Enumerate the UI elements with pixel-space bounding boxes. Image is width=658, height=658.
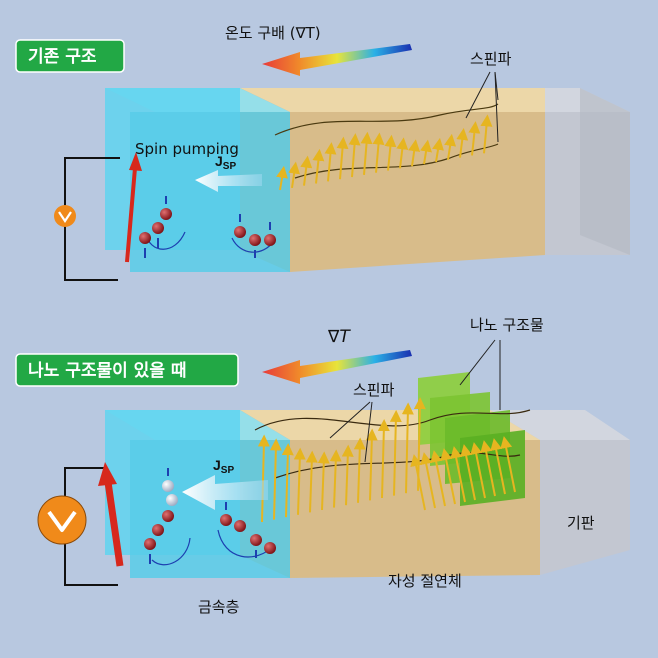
spin-arrow (365, 428, 378, 501)
top-gradient-arrow (262, 44, 412, 76)
spin-arrow (430, 450, 446, 507)
top-jsp-arrow (195, 170, 262, 192)
top-magnon-pointers (465, 71, 499, 143)
top-badge: 기존 구조 (15, 39, 125, 73)
bottom-nano-pointers (459, 339, 501, 410)
top-voltmeter-icon (54, 205, 76, 227)
bottom-magnon-label: 스핀파 (353, 381, 395, 399)
bottom-voltage-arrow (98, 462, 124, 567)
top-magnon-label: 스핀파 (470, 50, 512, 68)
top-electron-cluster-right (231, 214, 276, 258)
spin-arrow (456, 127, 469, 158)
bottom-panel: ∇T 나노 구조물 스핀파 나노 구조물이 있을 때 JSP (15, 316, 630, 616)
spin-arrow (288, 161, 301, 188)
top-spin-pumping-label: Spin pumping (135, 140, 239, 158)
top-voltage-arrow (125, 152, 142, 263)
bottom-voltmeter-icon (37, 495, 87, 545)
bottom-insulator-label: 자성 절연체 (388, 572, 462, 590)
bottom-nano-label: 나노 구조물 (470, 316, 544, 334)
spin-arrow (401, 402, 414, 494)
spin-arrow (336, 136, 349, 180)
spin-arrow (360, 131, 373, 175)
spin-arrow (420, 452, 436, 509)
spin-arrow (317, 451, 330, 511)
spin-arrow (410, 454, 426, 511)
top-gradient-label: 온도 구배 (∇T) (225, 24, 321, 42)
top-metal-layer (105, 88, 290, 272)
bottom-jsp-label: JSP (213, 457, 234, 476)
spin-arrow (372, 132, 385, 173)
spin-arrow (348, 133, 361, 178)
bottom-gradient-label: ∇T (327, 327, 351, 347)
spin-arrow (389, 409, 402, 496)
spin-arrow (276, 165, 288, 191)
spin-arrow (396, 137, 409, 169)
bottom-electron-cluster-right (217, 502, 276, 558)
top-jsp-label: JSP (215, 153, 236, 172)
spin-arrow (470, 442, 486, 499)
spin-arrow (490, 438, 506, 495)
spin-arrow (269, 438, 282, 520)
bottom-jsp-arrow (182, 475, 268, 510)
spin-arrow (312, 148, 325, 184)
spin-arrow (420, 139, 432, 165)
spin-arrow (353, 437, 366, 503)
bottom-substrate-label: 기판 (567, 514, 595, 532)
spin-arrow (460, 444, 476, 501)
bottom-magnon-pointers (329, 401, 373, 463)
spin-arrow (500, 436, 516, 493)
bottom-gradient-arrow (262, 350, 412, 384)
bottom-substrate (490, 410, 630, 575)
spin-arrow (440, 448, 456, 505)
spin-arrow (444, 133, 457, 160)
spin-arrow (450, 446, 466, 503)
spin-arrow (305, 450, 318, 513)
spin-arrow (468, 121, 481, 156)
top-panel: 온도 구배 (∇T) 스핀파 기존 구조 Spin pumping JSP (15, 24, 630, 281)
spin-arrow (377, 419, 390, 499)
spin-arrow (329, 449, 342, 508)
spin-arrow (384, 134, 397, 171)
bottom-spin-wave (254, 397, 531, 523)
bottom-metal-label: 금속층 (198, 598, 239, 616)
spin-arrow (293, 447, 306, 515)
spin-arrow (281, 443, 294, 518)
spin-arrow (480, 440, 496, 497)
bottom-badge: 나노 구조물이 있을 때 (15, 353, 239, 387)
bottom-badge-text: 나노 구조물이 있을 때 (28, 361, 187, 381)
top-electron-cluster-left (139, 196, 186, 258)
spin-arrow (432, 137, 444, 163)
spin-arrow (300, 155, 313, 186)
top-spin-wave (274, 103, 499, 191)
spin-arrow (408, 139, 421, 167)
spin-arrow (341, 444, 354, 506)
bottom-electron-column (144, 468, 191, 566)
spin-arrow (480, 114, 493, 154)
top-badge-text: 기존 구조 (28, 47, 97, 67)
spin-arrow (324, 142, 337, 182)
